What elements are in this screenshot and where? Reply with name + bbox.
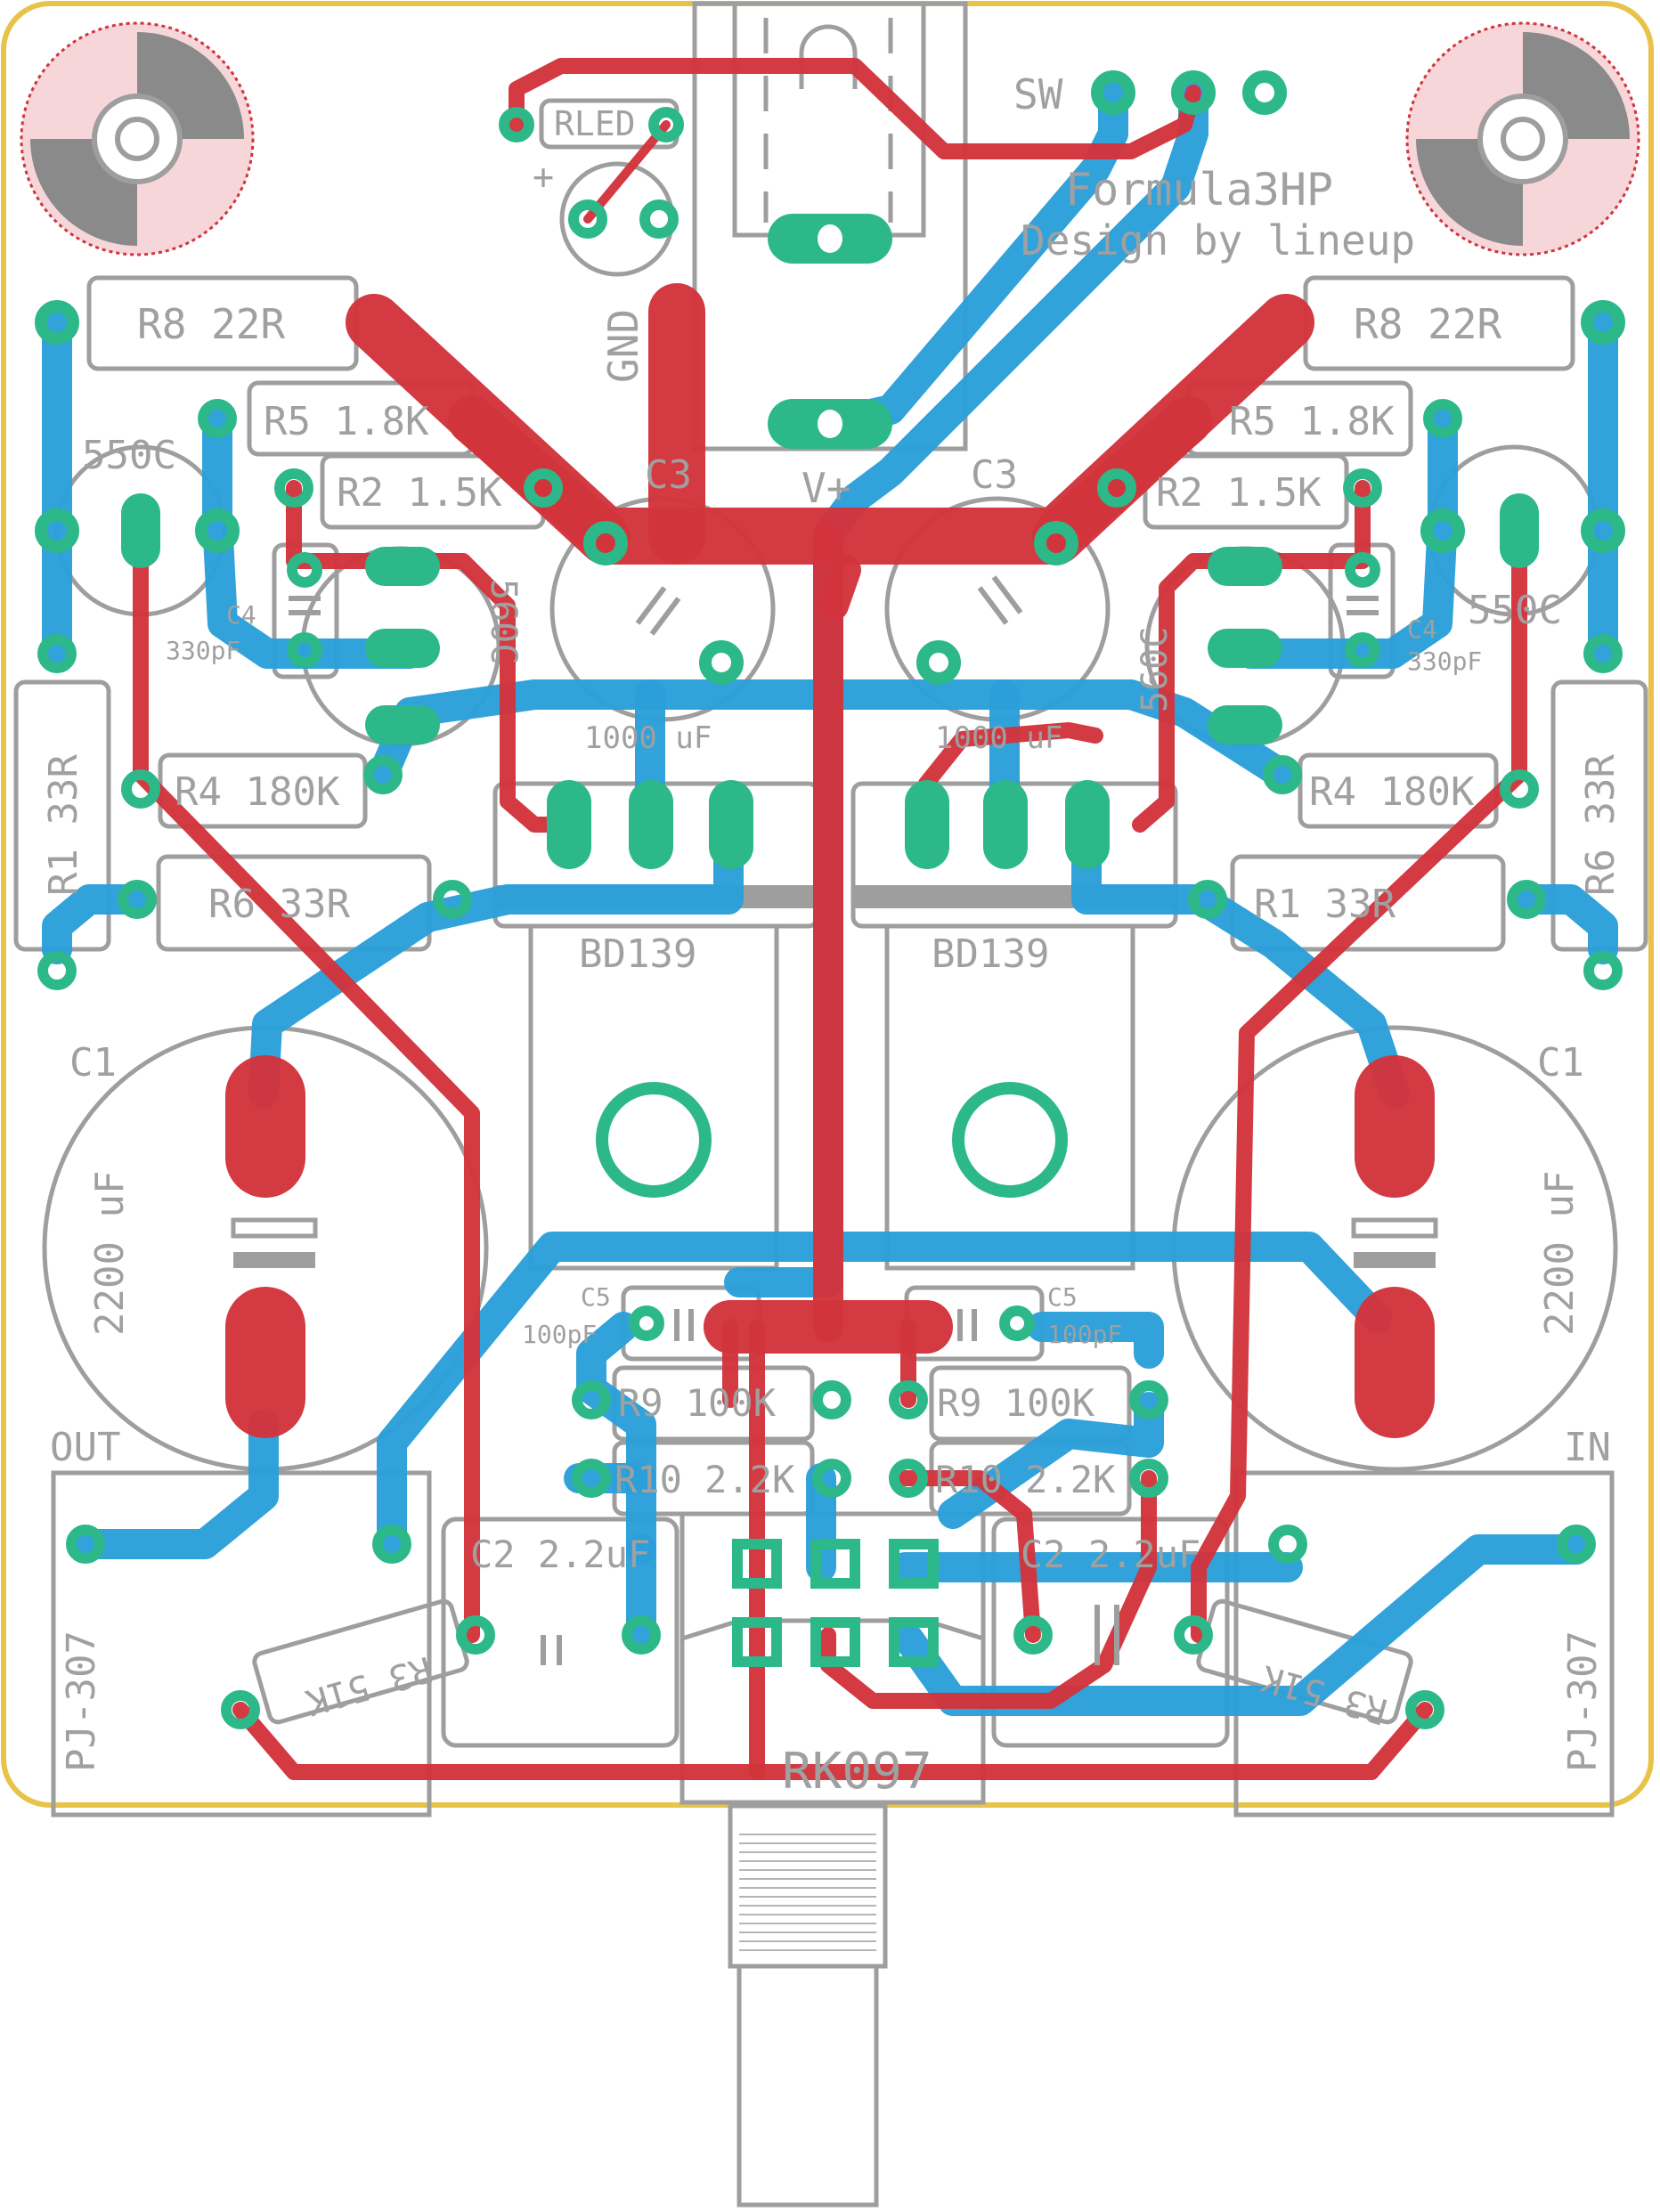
capacitor-symbols bbox=[289, 575, 1379, 1665]
c3-left-value: 1000 uF bbox=[584, 720, 712, 756]
c1-right-label: C1 bbox=[1537, 1040, 1584, 1086]
r2-left-label: R2 1.5K bbox=[337, 470, 502, 516]
c5-right-label: C5 bbox=[1047, 1282, 1078, 1312]
rled-label: RLED bbox=[554, 104, 636, 143]
r4-right-label: R4 180K bbox=[1309, 769, 1475, 815]
c1-left-label: C1 bbox=[69, 1040, 117, 1086]
bd139-left-label: BD139 bbox=[579, 931, 696, 977]
pj307-left-label: PJ-307 bbox=[59, 1631, 104, 1772]
r10-left-label: R10 2.2K bbox=[614, 1458, 795, 1501]
out-label: OUT bbox=[50, 1425, 120, 1470]
q550c-left-label: 550C bbox=[82, 433, 176, 478]
c5-left-value: 100pF bbox=[522, 1320, 597, 1349]
gnd-label: GND bbox=[599, 309, 647, 383]
q560c-right-label: 560C bbox=[1135, 627, 1176, 712]
c1-left-value: 2200 uF bbox=[87, 1171, 133, 1336]
c2-left-label: C2 2.2uF bbox=[470, 1533, 650, 1576]
r10-right-label: R10 2.2K bbox=[935, 1458, 1116, 1501]
board-subtitle: Design by lineup bbox=[1021, 216, 1415, 264]
r2-right-label: R2 1.5K bbox=[1156, 470, 1322, 516]
r5-right-label: R5 1.8K bbox=[1229, 399, 1395, 444]
r8-left-label: R8 22R bbox=[137, 300, 285, 348]
r1-right-label: R1 33R bbox=[1254, 882, 1396, 927]
r6-right-label: R6 33R bbox=[1578, 754, 1623, 896]
c3-right-value: 1000 uF bbox=[935, 720, 1062, 756]
r4-left-label: R4 180K bbox=[175, 769, 340, 815]
c4-right-value: 330pF bbox=[1407, 647, 1482, 676]
c5-left-label: C5 bbox=[581, 1282, 611, 1312]
bd139-right-label: BD139 bbox=[932, 931, 1049, 977]
r9-left-label: R9 100K bbox=[618, 1381, 777, 1425]
c4-right-label: C4 bbox=[1407, 614, 1437, 644]
mounting-hole-right bbox=[1405, 21, 1640, 256]
c4-left-label: C4 bbox=[226, 600, 256, 630]
c4-left-value: 330pF bbox=[166, 636, 240, 665]
c2-right-label: C2 2.2uF bbox=[1021, 1533, 1200, 1576]
mounting-hole-left bbox=[20, 21, 255, 256]
switch-label: SW bbox=[1013, 70, 1063, 118]
c3-right-label: C3 bbox=[971, 452, 1018, 498]
in-label: IN bbox=[1564, 1425, 1611, 1470]
r1-left-label: R1 33R bbox=[41, 754, 86, 896]
r8-right-label: R8 22R bbox=[1354, 300, 1501, 348]
r6-left-label: R6 33R bbox=[208, 882, 350, 927]
c1-right-value: 2200 uF bbox=[1537, 1171, 1583, 1336]
q550c-right-label: 550C bbox=[1468, 588, 1562, 633]
r9-right-label: R9 100K bbox=[937, 1381, 1095, 1425]
board-title: Formula3HP bbox=[1065, 164, 1333, 216]
led-plus-label: + bbox=[533, 157, 554, 198]
pj307-right-label: PJ-307 bbox=[1560, 1631, 1606, 1772]
c5-right-value: 100pF bbox=[1047, 1320, 1122, 1349]
c3-left-label: C3 bbox=[645, 452, 692, 498]
q560c-left-label: 560C bbox=[483, 579, 524, 664]
r5-left-label: R5 1.8K bbox=[264, 399, 429, 444]
component-pads bbox=[35, 70, 1625, 1729]
vplus-label: V+ bbox=[802, 464, 850, 512]
rk097-label: RK097 bbox=[782, 1743, 932, 1801]
